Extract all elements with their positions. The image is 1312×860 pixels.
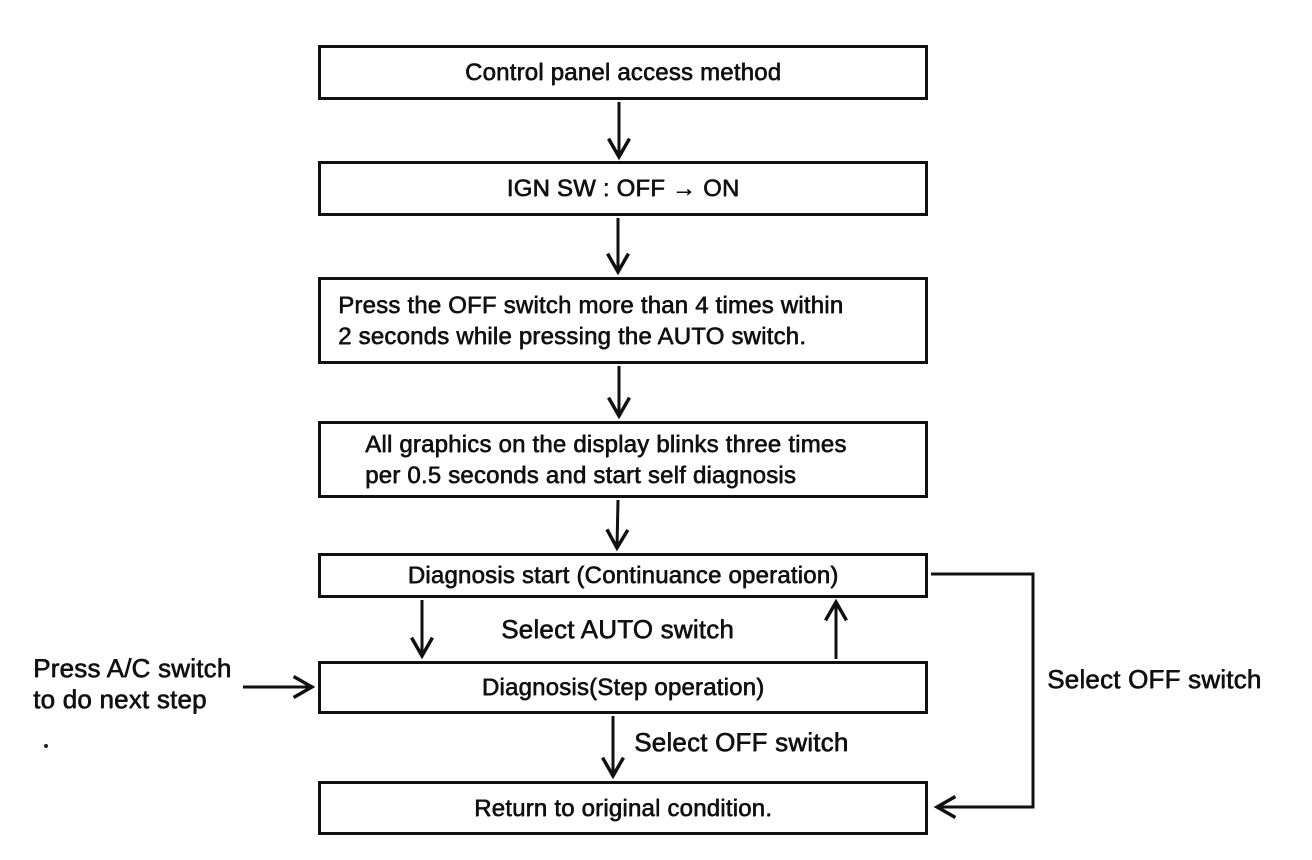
edge-label-select-off-switch-loop: Select OFF switch — [1047, 664, 1262, 694]
side-note-press-ac-switch: Press A/C switch to do next step — [33, 653, 231, 715]
node-diagnosis-step-operation: Diagnosis(Step operation) — [318, 661, 928, 714]
node-label-line2: per 0.5 seconds and start self diagnosis — [365, 461, 796, 489]
node-label-line1: Press the OFF switch more than 4 times w… — [338, 291, 844, 319]
connector-blink-to-diagstart — [605, 499, 630, 552]
connector-diagstart-to-return-loop — [931, 572, 1035, 819]
node-return-to-original-condition: Return to original condition. — [318, 781, 928, 835]
node-label: Control panel access method — [464, 59, 782, 86]
node-label: Return to original condition. — [474, 794, 772, 822]
node-diagnosis-start-continuance: Diagnosis start (Continuance operation) — [318, 553, 928, 598]
node-label-line2: 2 seconds while pressing the AUTO switch… — [338, 322, 806, 350]
node-press-off-switch: Press the OFF switch more than 4 times w… — [318, 277, 928, 364]
node-label: Diagnosis start (Continuance operation) — [407, 562, 839, 589]
node-label-line1: All graphics on the display blinks three… — [365, 430, 847, 458]
node-label: Diagnosis(Step operation) — [481, 674, 765, 701]
side-note-line2: to do next step — [33, 684, 207, 714]
node-display-blinks: All graphics on the display blinks three… — [318, 421, 928, 498]
node-label: IGN SW : OFF → ON — [506, 175, 740, 202]
edge-label-select-auto-switch: Select AUTO switch — [501, 614, 734, 644]
node-control-panel-access-method: Control panel access method — [318, 45, 928, 100]
edge-label-select-off-switch: Select OFF switch — [634, 727, 849, 757]
side-note-line1: Press A/C switch — [33, 653, 232, 683]
node-ign-switch-off-to-on: IGN SW : OFF → ON — [318, 161, 928, 216]
scan-speck — [44, 744, 48, 748]
